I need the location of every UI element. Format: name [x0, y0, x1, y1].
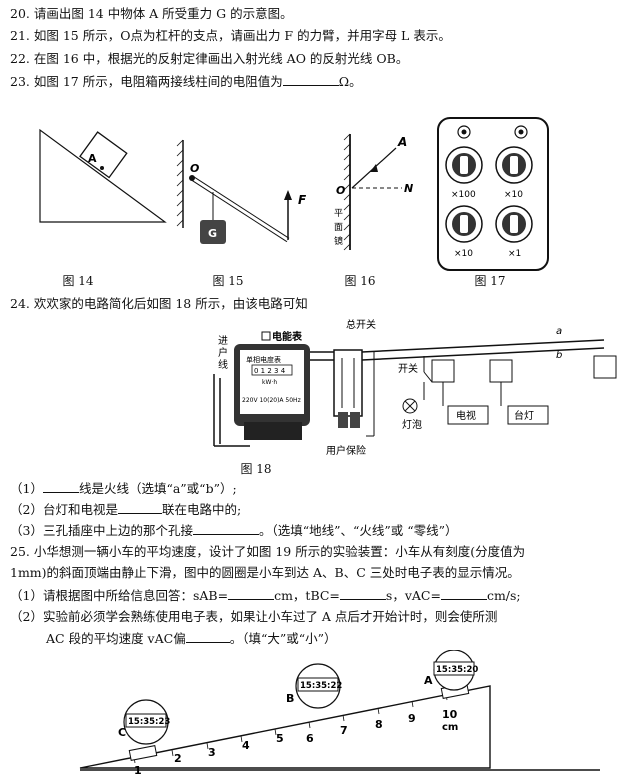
svg-text:cm: cm [442, 722, 458, 733]
question-24-2: （2）台灯和电视是联在电路中的; [10, 501, 242, 517]
answer-blank-23[interactable] [282, 73, 339, 86]
lamp-switch[interactable] [423, 371, 433, 383]
svg-text:a: a [556, 326, 562, 337]
svg-text:6: 6 [306, 732, 314, 745]
label-b: B [286, 692, 294, 705]
dial-x10-top[interactable] [495, 146, 533, 184]
timer-b-reading: 15:35:22 [300, 681, 342, 691]
svg-text:×1: ×1 [508, 249, 521, 259]
main-switch[interactable] [333, 349, 363, 417]
question-25: 25. 小华想测一辆小车的平均速度，设计了如图 19 所示的实验装置：小车从有刻… [10, 544, 526, 559]
svg-text:平: 平 [334, 208, 343, 219]
lamp-label: 灯泡 [402, 418, 422, 431]
svg-text:1: 1 [134, 764, 142, 777]
dial-x10-bottom[interactable] [445, 205, 483, 243]
svg-text:2: 2 [174, 752, 182, 765]
svg-text:kW·h: kW·h [262, 379, 277, 386]
fig17-resistance-box: ×100 ×10 ×10 ×1 [437, 117, 549, 271]
question-25-2: （2）实验前必须学会熟练使用电子表，如果让小车过了 A 点后才开始计时，则会使所… [10, 609, 498, 624]
svg-text:4: 4 [242, 739, 250, 752]
question-21: 21. 如图 15 所示，O点为杠杆的支点，请画出力 F 的力臂，并用字母 L … [10, 28, 451, 43]
svg-text:8: 8 [375, 718, 383, 731]
answer-blank-24-3[interactable] [192, 522, 259, 535]
question-25-2-cont: AC 段的平均速度 vAC偏。（填“大”或“小”） [46, 630, 337, 646]
fig16-label-o: O [336, 184, 345, 197]
dial-x100[interactable] [445, 146, 483, 184]
timer-b: 15:35:22 [295, 663, 342, 709]
block-a [79, 131, 128, 179]
fig15-label-o: O [190, 162, 199, 175]
timer-c-reading: 15:35:23 [128, 717, 170, 727]
answer-blank-25-2[interactable] [185, 630, 230, 643]
main-switch-label: 总开关 [346, 318, 376, 331]
svg-text:单相电度表: 单相电度表 [246, 355, 281, 364]
figures-row: A O G F [39, 117, 549, 271]
fig16-caption: 图 16 [344, 274, 376, 288]
svg-text:220V 10(20)A 50Hz: 220V 10(20)A 50Hz [242, 397, 301, 404]
svg-text:户: 户 [218, 346, 228, 359]
fig14-caption: 图 14 [62, 274, 94, 288]
svg-text:b: b [556, 350, 562, 361]
question-24-1: （1）线是火线（选填“a”或“b”）; [10, 480, 237, 496]
question-25-cont: 1mm)的斜面顶端由静止下滑，图中的圆圈是小车到达 A、B、C 三处时电子表的显… [10, 565, 520, 580]
svg-text:9: 9 [408, 712, 416, 725]
tv-box [447, 405, 489, 425]
fig16-label-n: N [404, 182, 413, 195]
answer-blank-24-2[interactable] [117, 501, 162, 514]
fig16-label-a: A [397, 135, 407, 149]
svg-text:×10: ×10 [504, 190, 523, 200]
fig19-incline: 1 2 3 4 5 6 7 8 9 10 cm 15:35:23 C 15:35… [79, 650, 600, 777]
svg-text:线: 线 [218, 358, 228, 371]
svg-text:7: 7 [340, 724, 348, 737]
question-22: 22. 在图 16 中，根据光的反射定律画出入射光线 AO 的反射光线 OB。 [10, 51, 409, 66]
fig15-lever: O G F [176, 139, 307, 244]
question-24-3: （3）三孔插座中上边的那个孔接。（选填“地线”、“火线”或 “零线”） [10, 522, 458, 538]
ruler-ticks [133, 693, 448, 764]
svg-text:10: 10 [442, 708, 458, 721]
socket-3 [593, 355, 617, 379]
fig18-circuit: 进 户 线 电能表 单相电度表 0 1 2 3 4 kW·h 220V 10(2… [213, 318, 617, 457]
fuse-label: 用户保险 [326, 444, 366, 457]
svg-text:3: 3 [208, 746, 216, 759]
fig14-label-a: A [88, 152, 97, 165]
cart-at-c [128, 745, 158, 761]
socket-1 [431, 359, 455, 383]
fig16-mirror: A O N 平 面 镜 [334, 133, 413, 251]
fig15-label-f: F [298, 193, 307, 207]
fig17-caption: 图 17 [474, 274, 506, 288]
svg-text:G: G [208, 227, 217, 240]
svg-text:面: 面 [334, 222, 343, 233]
question-25-1: （1）请根据图中所给信息回答：sAB=cm，tBC=s，vAC=cm/s; [10, 587, 521, 603]
label-a: A [424, 674, 433, 687]
timer-c: 15:35:23 [123, 699, 170, 745]
answer-blank-sab[interactable] [228, 587, 275, 600]
answer-blank-tbc[interactable] [339, 587, 386, 600]
switch-label: 开关 [398, 362, 418, 375]
question-20: 20. 请画出图 14 中物体 A 所受重力 G 的示意图。 [10, 6, 293, 21]
timer-a-reading: 15:35:20 [436, 665, 478, 675]
fig14-incline: A [39, 128, 167, 223]
svg-text:×10: ×10 [454, 249, 473, 259]
question-24: 24. 欢欢家的电路简化后如图 18 所示，由该电路可知 [10, 296, 308, 311]
socket-2 [489, 359, 513, 383]
tv-label: 电视 [456, 409, 476, 422]
answer-blank-vac[interactable] [440, 587, 487, 600]
meter-label: 电能表 [272, 330, 303, 343]
svg-text:进: 进 [218, 335, 228, 347]
svg-text:×100: ×100 [451, 190, 476, 200]
desk-lamp-box [507, 405, 549, 425]
label-c: C [118, 726, 126, 739]
fig15-caption: 图 15 [212, 274, 244, 288]
weight-g [200, 220, 226, 244]
fig18-caption: 图 18 [240, 462, 272, 476]
timer-a: 15:35:20 [433, 650, 478, 691]
svg-text:5: 5 [276, 732, 284, 745]
svg-text:镜: 镜 [334, 235, 343, 247]
answer-blank-24-1[interactable] [42, 480, 79, 493]
meter-reading: 0 1 2 3 4 [254, 367, 286, 375]
desk-lamp-label: 台灯 [514, 409, 534, 422]
dial-x1[interactable] [495, 205, 533, 243]
